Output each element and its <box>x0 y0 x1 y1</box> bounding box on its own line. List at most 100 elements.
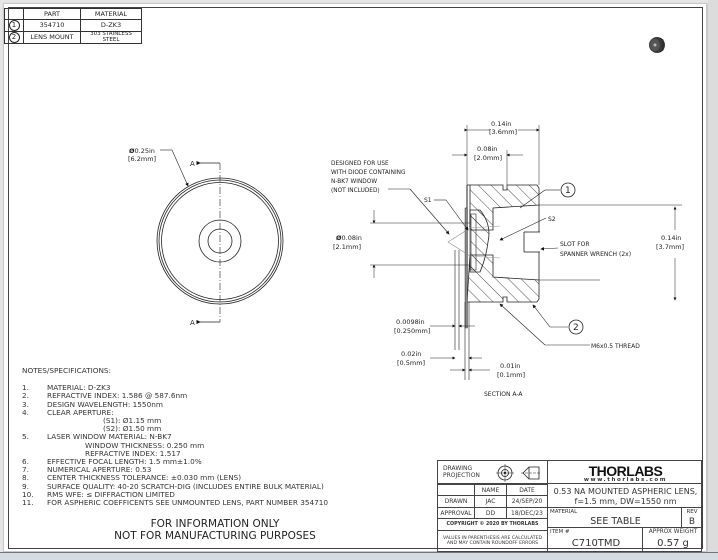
rev-label: REV <box>686 509 698 515</box>
3d-part-thumbnail-icon <box>649 37 665 53</box>
note-text: RMS WFE: ≤ DIFFRACTION LIMITED <box>47 489 175 499</box>
diode-note-4: (NOT INCLUDED) <box>331 188 380 194</box>
material-cell: 303 STAINLESS STEEL <box>80 31 142 44</box>
drawing-frame <box>8 7 703 549</box>
thread-note: M6x0.5 THREAD <box>591 343 640 350</box>
description-line-2: f=1.5 mm, DW=1550 nm <box>574 497 677 506</box>
slot-note-1: SLOT FOR <box>560 241 590 248</box>
section-label-top: A <box>190 160 195 168</box>
section-title: SECTION A-A <box>484 391 523 398</box>
note-item: 4.CLEAR APERTURE: <box>22 407 328 417</box>
weight-label: APPROX WEIGHT <box>648 529 698 535</box>
dim-bore-mm: [2.1mm] <box>333 243 361 251</box>
note-number: 9. <box>22 481 29 491</box>
note-item: WINDOW THICKNESS: 0.250 mm <box>22 440 328 450</box>
note-text: DESIGN WAVELENGTH: 1550nm <box>47 399 163 409</box>
note-text: SURFACE QUALITY: 40-20 SCRATCH-DIG (INCL… <box>47 481 324 491</box>
note-item: (S1): Ø1.15 mm <box>22 416 328 426</box>
projection-cell: DRAWING PROJECTION <box>437 460 548 484</box>
note-text: LASER WINDOW MATERIAL: N-BK7 <box>47 432 172 442</box>
note-number: 2. <box>22 391 29 401</box>
dim-od-in: 0.14in <box>661 234 681 242</box>
note-number: 5. <box>22 432 29 442</box>
dim-small-mm: [0.1mm] <box>497 371 525 379</box>
drawing-sheet <box>3 3 707 552</box>
label-s1: S1 <box>424 197 432 204</box>
note-number <box>22 442 47 450</box>
note-item: 5. LASER WINDOW MATERIAL: N-BK7 <box>22 433 328 441</box>
dim-window-mm: [0.250mm] <box>394 327 430 335</box>
section-view <box>370 125 682 380</box>
website: www.thorlabs.com <box>583 477 668 483</box>
item-label: ITEM # <box>550 529 570 535</box>
note-text: EFFECTIVE FOCAL LENGTH: 1.5 mm±1.0% <box>47 457 202 467</box>
item-cell: ITEM # C710TMD <box>547 527 643 552</box>
weight-value: 0.57 g <box>657 538 689 549</box>
item-value: C710TMD <box>571 538 621 549</box>
dim-overall-len-in: 0.14in <box>491 120 511 128</box>
dim-od-mm: [3.7mm] <box>656 243 684 251</box>
note-text: WINDOW THICKNESS: 0.250 mm <box>85 440 205 450</box>
dim-small-in: 0.01in <box>500 362 520 370</box>
note-text: MATERIAL: D-ZK3 <box>47 383 111 393</box>
description-line-1: 0.53 NA MOUNTED ASPHERIC LENS, <box>553 487 698 496</box>
note-item: 9. SURFACE QUALITY: 40-20 SCRATCH-DIG (IN… <box>22 481 328 491</box>
material-label: MATERIAL <box>550 509 578 515</box>
note-number: 8. <box>22 473 29 483</box>
thorlabs-logo: THORLABS <box>588 463 663 479</box>
table-row: 2 LENS MOUNT 303 STAINLESS STEEL <box>4 31 142 44</box>
material-cell: MATERIAL SEE TABLE <box>547 507 682 528</box>
note-number: 6. <box>22 457 29 467</box>
diode-note-2: WITH DIODE CONTAINING <box>331 170 406 176</box>
note-number: 11. <box>22 498 34 508</box>
section-balloon-2: 2 <box>573 323 579 333</box>
note-item: 7.NUMERICAL APERTURE: 0.53 <box>22 466 328 474</box>
slot-note-2: SPANNER WRENCH (2x) <box>560 251 631 258</box>
label-s2: S2 <box>548 216 556 223</box>
note-number: 10. <box>22 489 34 499</box>
note-text: CLEAR APERTURE: <box>47 407 114 417</box>
note-item: REFRACTIVE INDEX: 1.517 <box>22 448 328 458</box>
part-cell: LENS MOUNT <box>23 31 81 44</box>
note-number: 7. <box>22 465 29 475</box>
note-item: 1. MATERIAL: D-ZK3 <box>22 383 328 393</box>
title-block: DRAWING PROJECTION NAME DATE DRAWN JAC 2… <box>437 460 702 552</box>
rev-value: B <box>688 517 696 527</box>
dim-overall-len-mm: [3.6mm] <box>489 128 517 136</box>
dim-bore-in: Ø0.08in <box>336 234 362 242</box>
description-cell: 0.53 NA MOUNTED ASPHERIC LENS, f=1.5 mm,… <box>547 483 702 508</box>
note-item: 11. FOR ASPHERIC COEFFICENTS SEE UNMOUNTE… <box>22 498 329 508</box>
note-number: 3. <box>22 399 29 409</box>
note-item: 10. RMS WFE: ≤ DIFFRACTION LIMITED <box>22 489 328 499</box>
note-text: CENTER THICKNESS TOLERANCE: ±0.030 mm (L… <box>47 473 242 483</box>
bottom-status-bar <box>0 552 718 560</box>
parts-table: PART MATERIAL 1 354710 D-ZK3 2 LENS MOUN… <box>4 8 142 44</box>
balloon: 2 <box>8 32 20 43</box>
balloon: 1 <box>8 20 20 31</box>
note-text: FOR ASPHERIC COEFFICENTS SEE UNMOUNTED L… <box>47 498 329 508</box>
disclaimer-line-2: NOT FOR MANUFACTURING PURPOSES <box>114 530 316 542</box>
section-label-bottom: A <box>190 319 195 327</box>
dim-inner-len-mm: [2.0mm] <box>474 154 502 162</box>
projection-label: DRAWING PROJECTION <box>443 465 480 479</box>
rev-cell: REV B <box>681 507 702 528</box>
note-item: 2.REFRACTIVE INDEX: 1.586 @ 587.6nm <box>22 392 328 400</box>
values-note: VALUES IN PARENTHESIS ARE CALCULATED AND… <box>437 530 548 552</box>
note-text: (S1): Ø1.15 mm <box>103 416 162 426</box>
dim-gap-in: 0.02in <box>401 350 421 358</box>
vertical-scrollbar[interactable] <box>708 0 718 552</box>
note-item: 6. EFFECTIVE FOCAL LENGTH: 1.5 mm±1.0% <box>22 457 328 467</box>
note-item: 3. DESIGN WAVELENGTH: 1550nm <box>22 399 328 409</box>
material-value: SEE TABLE <box>590 516 641 527</box>
third-angle-projection-icon <box>496 464 541 482</box>
note-text: (S2): Ø1.50 mm <box>103 424 162 434</box>
disclaimer-line-1: FOR INFORMATION ONLY <box>150 518 280 530</box>
note-text: REFRACTIVE INDEX: 1.517 <box>85 448 181 458</box>
note-item: 8. CENTER THICKNESS TOLERANCE: ±0.030 mm … <box>22 474 328 482</box>
weight-cell: APPROX WEIGHT 0.57 g <box>642 527 702 552</box>
note-number: 1. <box>22 383 29 393</box>
notes-header: NOTES/SPECIFICATIONS: <box>22 366 112 375</box>
diode-note-3: N-BK7 WINDOW <box>331 179 377 185</box>
